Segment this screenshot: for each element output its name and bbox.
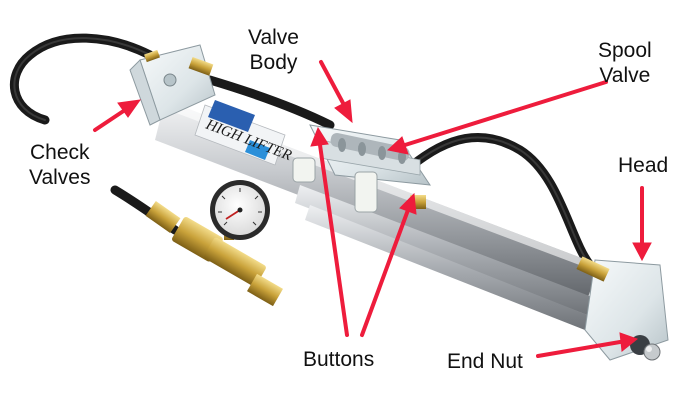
arrow-check-valves xyxy=(93,99,142,132)
arrow-end-nut xyxy=(536,332,639,358)
label-buttons: Buttons xyxy=(303,347,374,372)
label-end-nut-text: End Nut xyxy=(447,350,523,373)
label-end-nut: End Nut xyxy=(447,349,523,374)
head-block xyxy=(576,256,669,361)
pump-rods xyxy=(295,185,600,332)
label-check-valves: Check Valves xyxy=(29,140,90,190)
label-check-valves-line1: Check xyxy=(29,141,90,164)
arrow-valve-body xyxy=(319,60,353,124)
button-right xyxy=(354,171,378,213)
label-buttons-text: Buttons xyxy=(303,348,375,371)
arrow-buttons-right xyxy=(360,192,417,337)
callout-arrows xyxy=(93,60,652,358)
label-valve-body-line1: Valve xyxy=(248,26,299,49)
label-valve-body-line2: Body xyxy=(249,51,298,74)
label-head: Head xyxy=(618,153,668,178)
gauge-assembly xyxy=(110,180,283,307)
label-valve-body: Valve Body xyxy=(248,25,299,75)
label-spool-valve-line2: Valve xyxy=(599,64,651,87)
check-valve-block xyxy=(129,44,216,126)
spool-valve xyxy=(330,132,410,164)
end-nut xyxy=(643,343,661,361)
label-head-text: Head xyxy=(618,154,669,177)
label-spool-valve: Spool Valve xyxy=(598,38,652,88)
return-hose xyxy=(205,75,595,270)
label-check-valves-line2: Valves xyxy=(29,166,91,189)
arrow-spool-valve xyxy=(386,80,608,155)
pressure-gauge xyxy=(210,180,270,240)
button-left xyxy=(292,157,316,183)
arrow-head xyxy=(632,186,652,262)
arrow-buttons-left xyxy=(310,126,349,337)
upper-hose xyxy=(10,33,155,125)
label-spool-valve-line1: Spool xyxy=(598,39,652,62)
